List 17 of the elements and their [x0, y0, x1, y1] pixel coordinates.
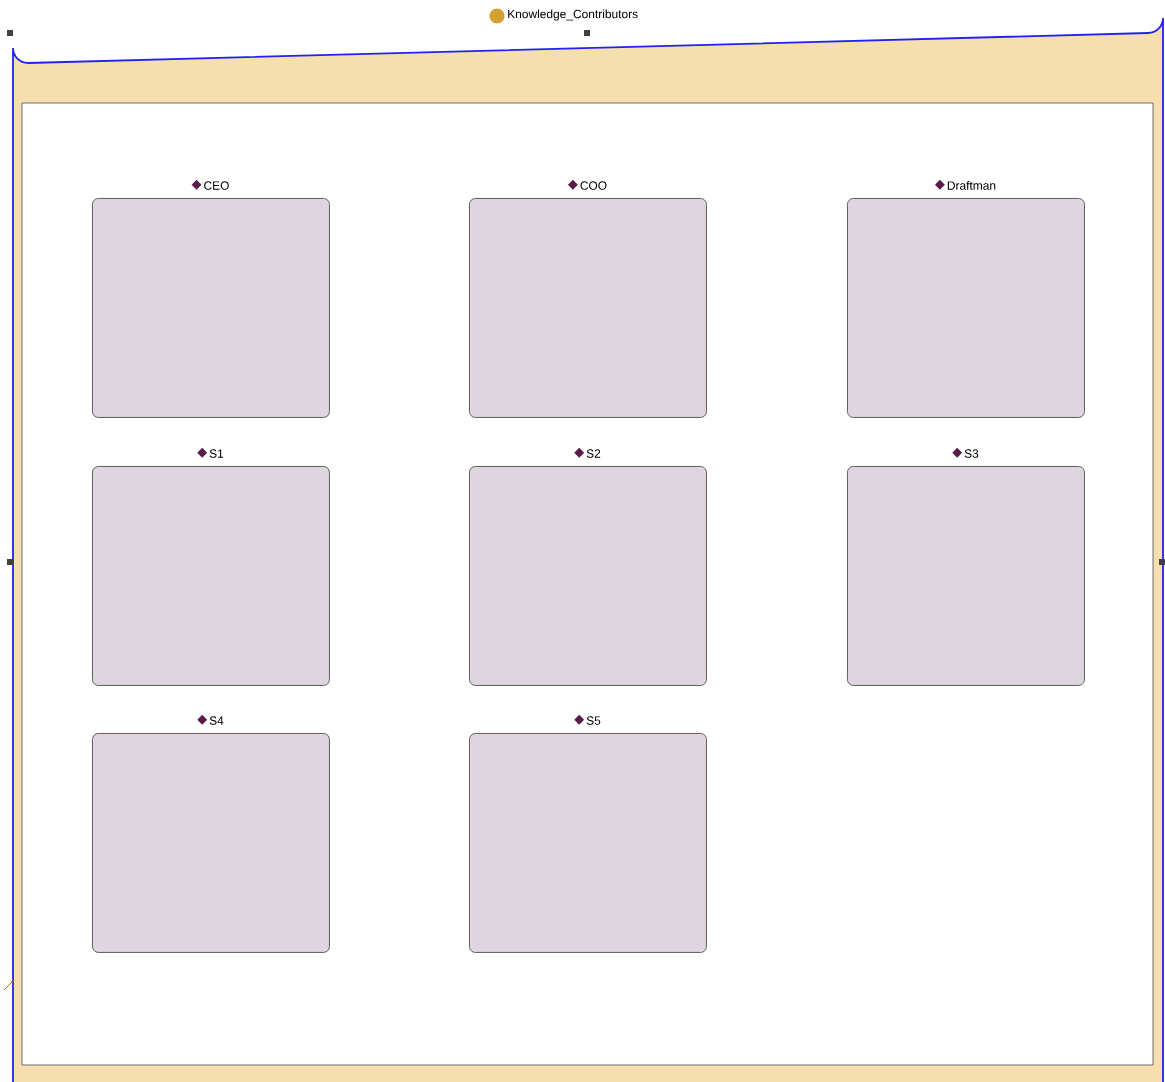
box-heading: S3	[952, 447, 979, 458]
process-box	[92, 198, 330, 418]
box-heading: S1	[197, 447, 224, 458]
process-box	[92, 733, 330, 953]
process-box	[92, 466, 330, 686]
box-heading: S4	[197, 714, 224, 725]
box-heading: COO	[567, 179, 607, 190]
box-heading: CEO	[191, 179, 229, 190]
process-box	[847, 466, 1085, 686]
process-box	[469, 466, 707, 686]
process-box	[469, 733, 707, 953]
container-title: Knowledge_Contributors	[508, 9, 638, 21]
process-box	[469, 198, 707, 418]
box-heading: Draftman	[935, 179, 996, 190]
process-box	[847, 198, 1085, 418]
box-heading: S2	[574, 447, 601, 458]
box-heading: S5	[574, 714, 601, 725]
